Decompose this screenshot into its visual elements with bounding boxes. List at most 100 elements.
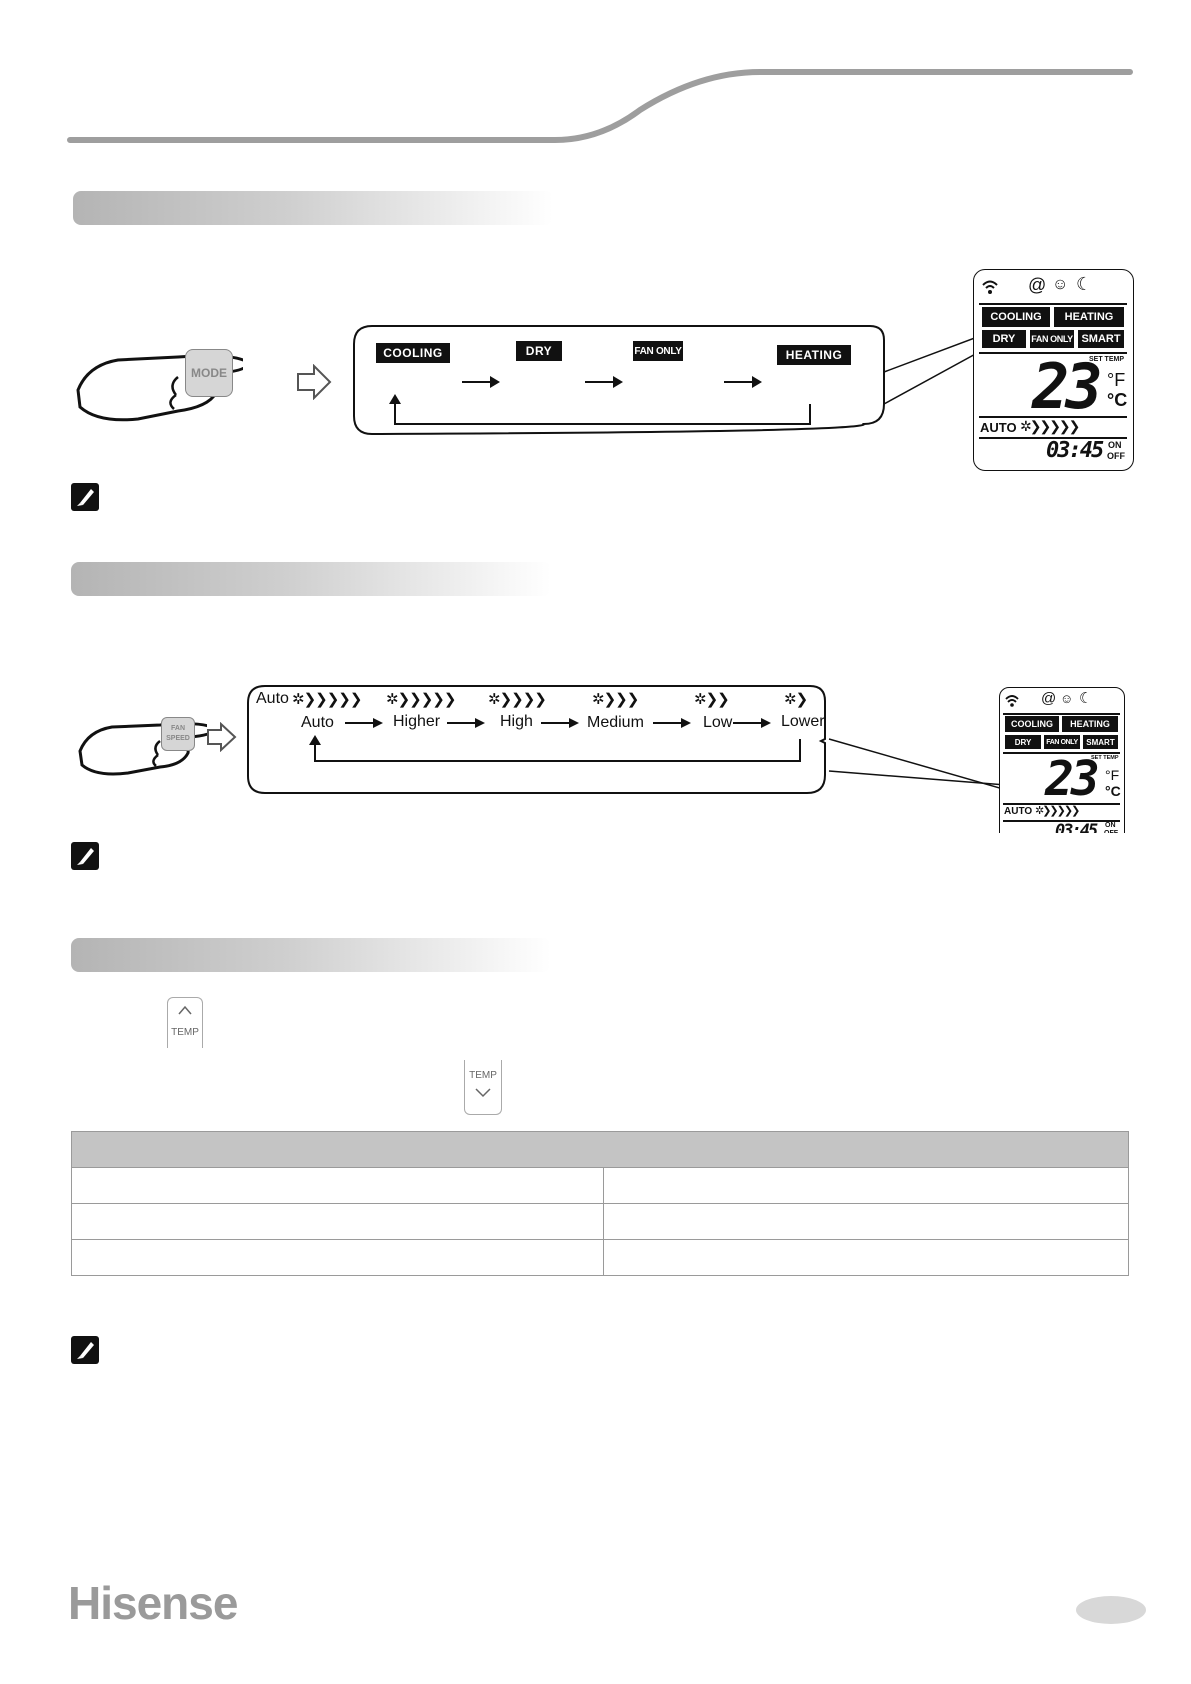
section-bar-mode — [73, 191, 553, 225]
lcd-divider-2 — [979, 352, 1127, 354]
swirl-icon: @ — [1028, 275, 1047, 295]
fan-speed-auto: Auto — [301, 714, 334, 731]
chevron-down-icon — [475, 1088, 491, 1098]
mode-button[interactable]: MODE — [185, 349, 233, 397]
table-cell — [603, 1203, 1129, 1240]
lcd-2-time: 03:45 — [1055, 821, 1098, 833]
moon-icon: ☾ — [1076, 274, 1093, 294]
fan-speed-button[interactable]: FAN SPEED — [161, 717, 195, 751]
mode-sequence-box — [353, 325, 885, 436]
lcd-tag-fan-only: FAN ONLY — [1030, 330, 1074, 348]
unit-f-2: °F — [1105, 767, 1120, 783]
moon-icon: ☾ — [1079, 690, 1093, 707]
table-row — [71, 1203, 1129, 1240]
note-pencil-icon-3 — [71, 1336, 99, 1364]
swirl-icon: @ — [1041, 690, 1057, 707]
fan-speed-icon-auto: ✲❯❯❯❯❯ — [292, 691, 362, 708]
fan-speed-higher: Higher — [393, 713, 441, 730]
lcd-2-fan-auto: AUTO — [1004, 806, 1033, 817]
fan-speed-icon-high: ✲❯❯❯❯ — [488, 691, 547, 708]
lcd-display-2: @ ☺ ☾ COOLING HEATING DRY FAN ONLY SMART… — [999, 687, 1125, 833]
fan-speed-icon-medium: ✲❯❯❯ — [592, 691, 639, 708]
lcd-divider-4 — [979, 437, 1127, 439]
fan-speed-low: Low — [703, 714, 733, 731]
wifi-icon — [1005, 695, 1019, 707]
lcd-tag-dry: DRY — [982, 330, 1026, 348]
fan-speed-icon-higher: ✲❯❯❯❯❯ — [386, 691, 456, 708]
lcd-temperature: 23 — [1032, 350, 1103, 423]
fan-button-label-2: SPEED — [166, 735, 190, 742]
fan-auto-prefix: Auto — [256, 690, 289, 707]
hollow-arrow-right-icon — [297, 364, 332, 400]
temp-up-button[interactable]: TEMP — [167, 997, 203, 1048]
lcd-tag-heating: HEATING — [1054, 307, 1124, 327]
fan-speed-icon-low: ✲❯❯ — [694, 691, 730, 708]
page-number-oval — [1076, 1596, 1146, 1624]
lcd-2-fan-speed-icon: ✲❯❯❯❯❯ — [1035, 805, 1080, 817]
note-pencil-icon-2 — [71, 842, 99, 870]
section-bar-temp — [71, 938, 551, 972]
lcd-display: @ ☺ ☾ COOLING HEATING DRY FAN ONLY SMART… — [973, 269, 1134, 471]
fan-button-label-1: FAN — [171, 725, 185, 732]
unit-f: °F — [1107, 370, 1126, 390]
lcd-on-label: ON — [1108, 440, 1122, 450]
table-header-row — [71, 1131, 1129, 1168]
lcd-tag-cooling: COOLING — [982, 307, 1050, 327]
lcd-2-temperature: 23 — [1045, 751, 1100, 807]
mode-button-label: MODE — [191, 366, 227, 380]
lcd-2-on-label: ON — [1105, 822, 1116, 829]
table-cell — [71, 1239, 604, 1276]
fan-sequence-box — [247, 685, 826, 794]
section-bar-fan — [71, 562, 551, 596]
unit-c: °C — [1107, 390, 1128, 410]
lcd-2-divider-2 — [1003, 752, 1120, 754]
table-cell — [71, 1203, 604, 1240]
set-temp-label: SET TEMP — [1089, 356, 1125, 363]
hollow-arrow-right-icon-2 — [207, 722, 237, 752]
callout-lines-fan — [828, 738, 1032, 798]
lcd-2-frame — [999, 687, 1125, 833]
mode-tag-heating: HEATING — [777, 345, 851, 365]
fan-speed-lower: Lower — [781, 713, 825, 730]
lcd-2-tag-fan-only: FAN ONLY — [1044, 735, 1080, 749]
fan-speed-high: High — [500, 713, 533, 730]
set-temp-label-2: SET TEMP — [1091, 755, 1119, 761]
lcd-fan-auto: AUTO — [980, 420, 1017, 435]
mode-tag-fan-only: FAN ONLY — [633, 341, 683, 361]
table-row — [71, 1239, 1129, 1276]
lcd-fan-speed-icon: ✲❯❯❯❯❯ — [1020, 418, 1080, 434]
temp-down-button[interactable]: TEMP — [464, 1060, 502, 1115]
face-icon: ☺ — [1052, 276, 1069, 293]
temperature-table — [71, 1131, 1129, 1276]
table-cell — [603, 1239, 1129, 1276]
face-icon: ☺ — [1060, 691, 1074, 706]
lcd-2-tag-dry: DRY — [1005, 735, 1041, 749]
hisense-logo: Hisense — [68, 1577, 238, 1629]
lcd-2-tag-heating: HEATING — [1062, 716, 1118, 732]
lcd-2-tag-smart: SMART — [1083, 735, 1118, 749]
temp-down-label: TEMP — [469, 1070, 497, 1081]
lcd-2-off-label: OFF — [1104, 830, 1118, 833]
lcd-off-label: OFF — [1107, 451, 1125, 461]
note-pencil-icon — [71, 483, 99, 511]
fan-speed-icon-lower: ✲❯ — [784, 691, 808, 708]
temp-up-label: TEMP — [171, 1027, 199, 1038]
lcd-divider-3 — [979, 416, 1127, 418]
wifi-icon — [982, 280, 998, 294]
lcd-tag-smart: SMART — [1078, 330, 1124, 348]
lcd-time: 03:45 — [1046, 438, 1104, 463]
lcd-divider — [979, 303, 1127, 305]
chevron-up-icon — [178, 1005, 192, 1015]
fan-speed-medium: Medium — [587, 714, 644, 731]
unit-c-2: °C — [1105, 783, 1121, 799]
lcd-2-tag-cooling: COOLING — [1005, 716, 1059, 732]
mode-tag-cooling: COOLING — [376, 343, 450, 363]
table-row — [71, 1167, 1129, 1204]
table-header — [71, 1131, 1129, 1168]
lcd-2-divider-4 — [1003, 820, 1120, 822]
header-swoosh — [67, 69, 1133, 143]
mode-tag-dry: DRY — [516, 341, 562, 361]
lcd-2-divider — [1003, 713, 1120, 715]
table-cell — [603, 1167, 1129, 1204]
table-cell — [71, 1167, 604, 1204]
